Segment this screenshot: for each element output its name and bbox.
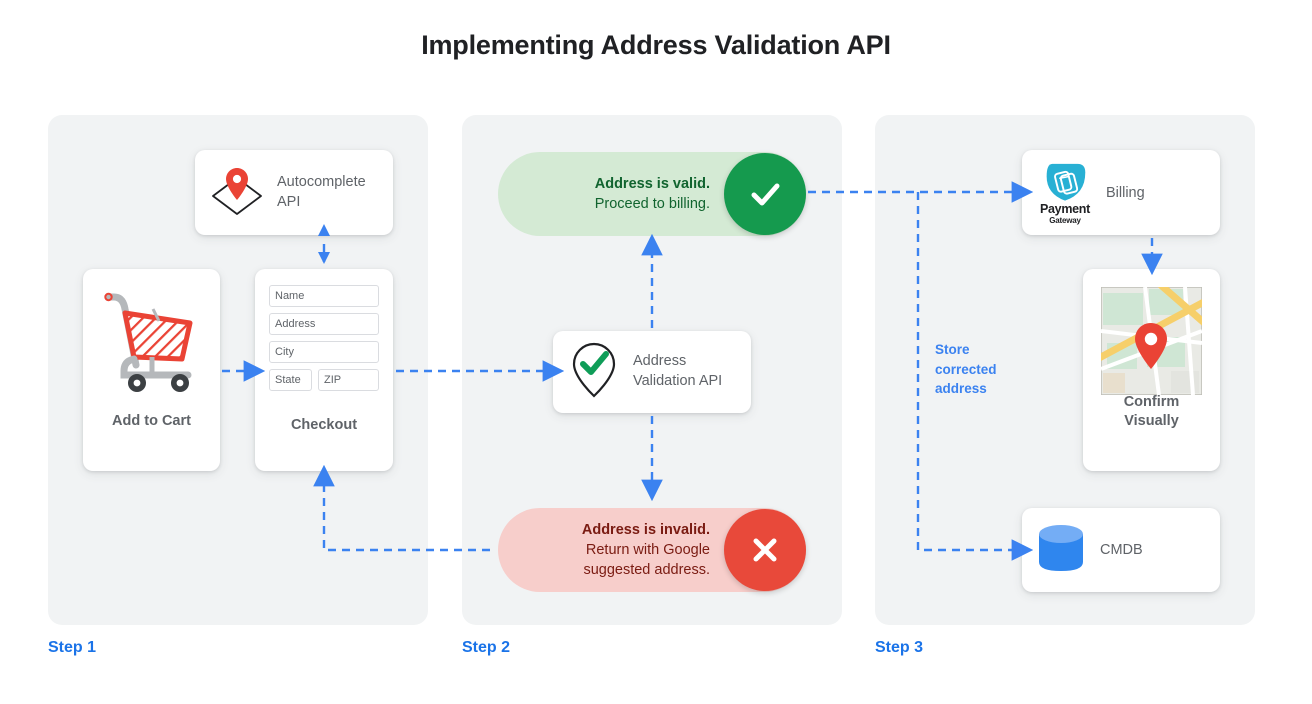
address-valid-text: Address is valid. Proceed to billing.: [498, 174, 724, 215]
address-validation-api-label: Address Validation API: [633, 353, 723, 389]
billing-label: Billing: [1106, 184, 1145, 201]
add-to-cart-caption: Add to Cart: [112, 413, 191, 429]
address-valid-detail: Proceed to billing.: [594, 196, 710, 212]
address-invalid-text: Address is invalid. Return with Google s…: [498, 520, 724, 581]
state-field[interactable]: State: [269, 369, 312, 391]
cmdb-label: CMDB: [1100, 542, 1143, 558]
pin-check-icon: [567, 339, 621, 406]
add-to-cart-card[interactable]: Add to Cart: [83, 269, 220, 471]
address-valid-pill: Address is valid. Proceed to billing.: [498, 152, 806, 236]
billing-card[interactable]: Payment Gateway Billing: [1022, 150, 1220, 235]
map-pin-envelope-icon: [209, 164, 265, 221]
confirm-visually-card[interactable]: Confirm Visually: [1083, 269, 1220, 471]
checkout-caption: Checkout: [290, 417, 358, 433]
address-invalid-detail-2: suggested address.: [583, 562, 710, 579]
step-1-label: Step 1: [48, 639, 97, 656]
address-invalid-pill: Address is invalid. Return with Google s…: [498, 508, 806, 592]
address-invalid-heading: Address is invalid.: [581, 521, 710, 538]
payment-gateway-sub: Gateway: [1049, 215, 1081, 225]
step-3-label: Step 3: [875, 639, 924, 656]
state-zip-row: State ZIP: [269, 369, 379, 397]
autocomplete-api-card[interactable]: Autocomplete API: [195, 150, 393, 235]
page-title: Implementing Address Validation API: [421, 30, 891, 60]
name-field[interactable]: Name: [269, 285, 379, 307]
confirm-visually-caption: Confirm Visually: [1123, 394, 1180, 430]
address-field[interactable]: Address: [269, 313, 379, 335]
store-corrected-address-note: Store corrected address: [935, 342, 997, 397]
database-icon: [1036, 522, 1086, 579]
city-field[interactable]: City: [269, 341, 379, 363]
close-icon: [724, 509, 806, 591]
payment-gateway-icon: Payment Gateway: [1034, 161, 1096, 225]
shopping-cart-icon: [96, 287, 208, 400]
checkout-card[interactable]: Name Address City State ZIP Checkout: [255, 269, 393, 471]
address-invalid-detail-1: Return with Google: [585, 541, 710, 558]
address-validation-api-card[interactable]: Address Validation API: [553, 331, 751, 413]
address-valid-heading: Address is valid.: [594, 175, 710, 192]
check-icon: [724, 153, 806, 235]
cmdb-card[interactable]: CMDB: [1022, 508, 1220, 592]
zip-field[interactable]: ZIP: [318, 369, 379, 391]
payment-gateway-name: Payment: [1039, 202, 1090, 216]
step-2-label: Step 2: [462, 639, 511, 656]
map-thumbnail-icon: [1096, 282, 1207, 400]
autocomplete-api-label: Autocomplete API: [277, 173, 366, 210]
